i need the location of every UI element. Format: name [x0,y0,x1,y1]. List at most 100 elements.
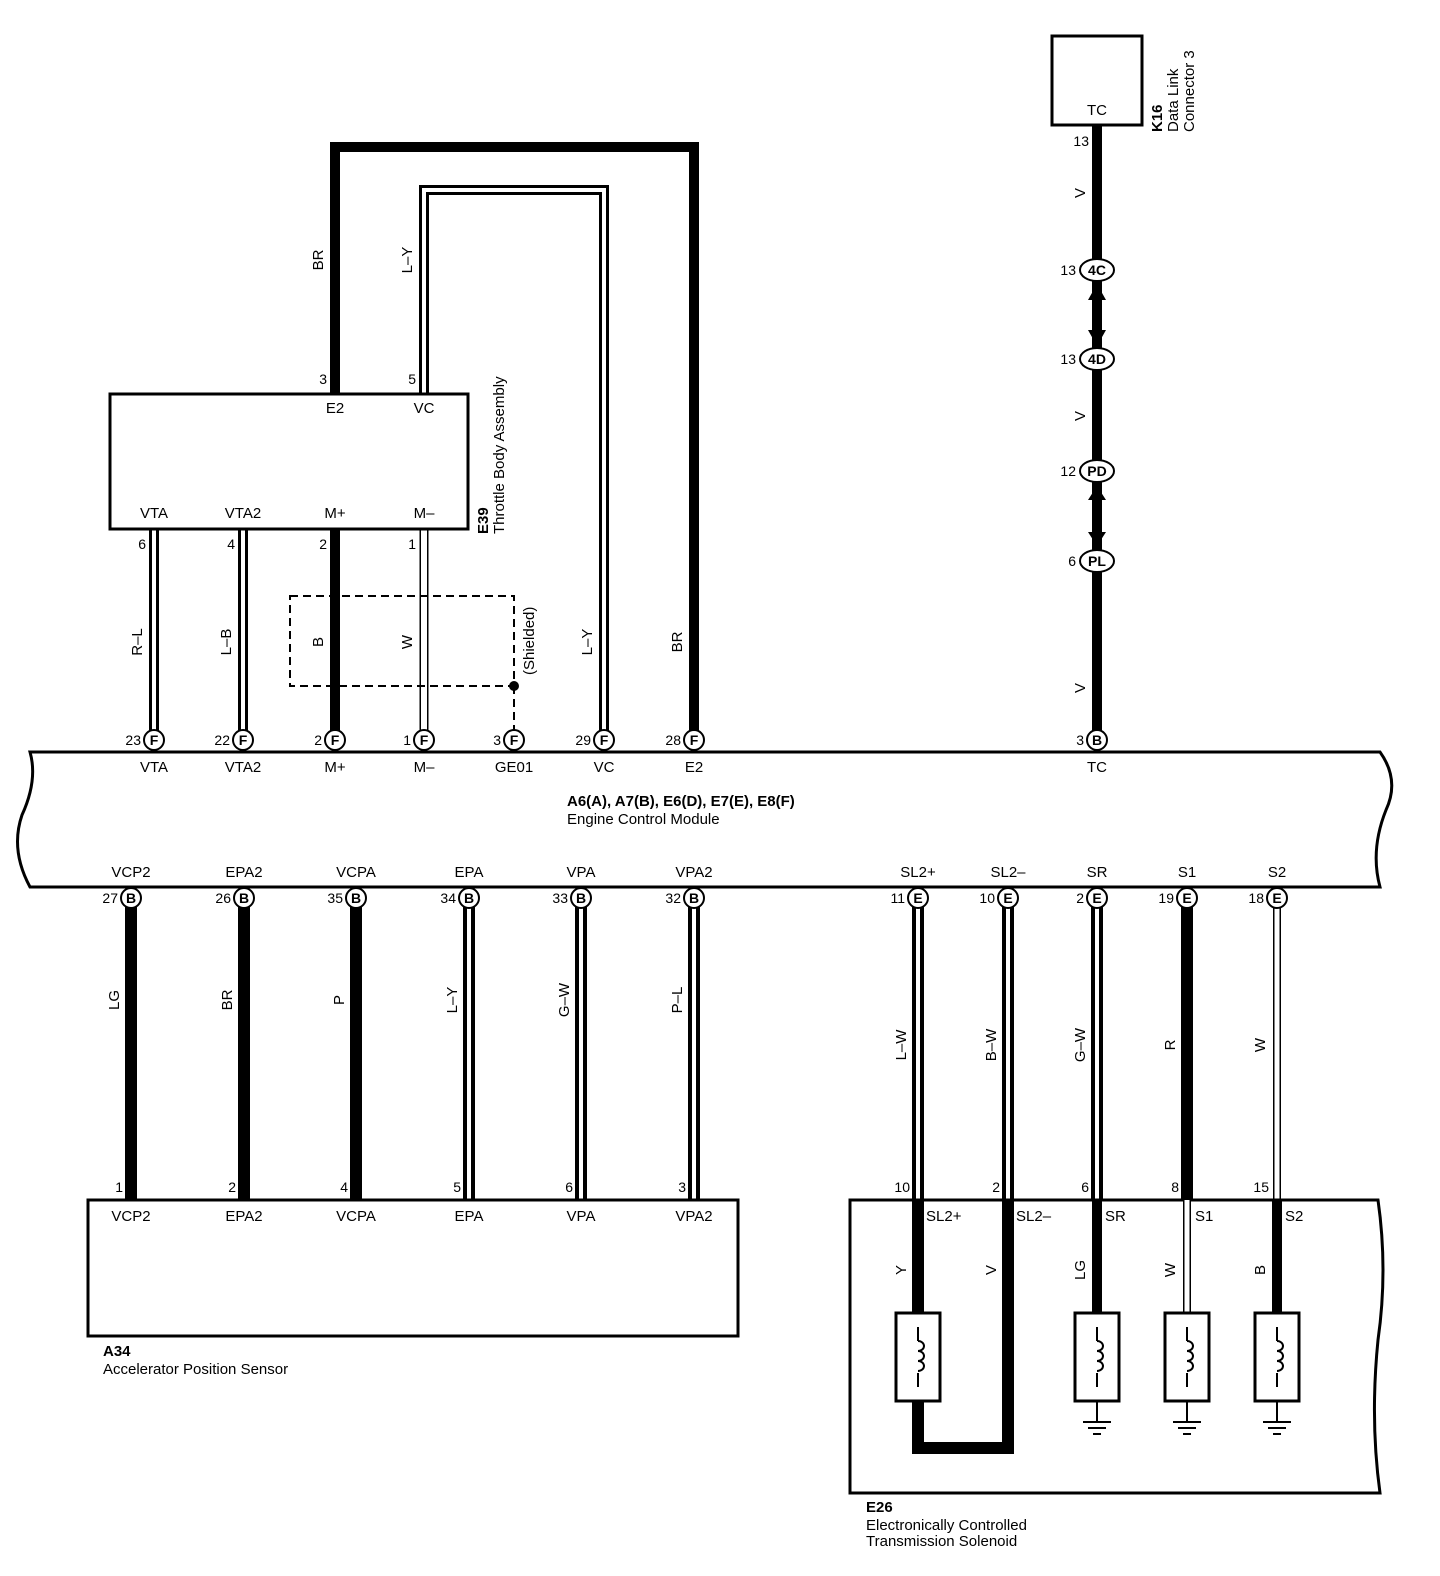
ecm-bottom-pin-connector-icon [1086,887,1108,909]
ecm-bottom-pin-connector-letter: E [1272,890,1281,906]
ecm-top-pin-pin-num: 1 [403,732,411,748]
wire-color-label: B [310,637,327,647]
solenoid-sr-coil-icon [1073,1311,1121,1403]
ecm-top-pin-name: M+ [324,759,345,776]
ecm-top-pin-connector-icon [1086,729,1108,751]
ecm-bottom-pin-connector-icon [1266,887,1288,909]
ecm-top-pin-name: GE01 [495,759,533,776]
ecm-top-pin-name: E2 [685,759,703,776]
wire-color-label: G–W [1072,1027,1089,1062]
ects-inner-wire-color: W [1162,1262,1179,1277]
ecm-bottom-pin-connector-icon [233,887,255,909]
ecm-top-pin-name: VC [594,759,615,776]
aps-pin-name: VCPA [336,1208,376,1225]
ecm-top-pin-name: VTA [140,759,168,776]
ecm-top-pin-connector-letter: F [331,732,340,748]
ecm-bottom-pin-connector-letter: B [464,890,474,906]
ecm-bottom-pin-name: VPA2 [675,864,712,881]
wire-color-label: P–L [669,987,686,1014]
ecm-bottom-pin-connector-letter: E [1092,890,1101,906]
ecm-bottom-pin-pin-num: 35 [327,890,343,906]
aps-pin-num: 4 [340,1179,348,1195]
throttle-top-pin-name: VC [414,400,435,417]
ecm-bottom-pin-name: SL2+ [900,864,936,881]
ecm-bottom-pin-connector-letter: E [1182,890,1191,906]
ecm-bottom-pin-connector-letter: B [351,890,361,906]
throttle-bottom-pin-num: 1 [408,536,416,552]
aps-pin-name: VCP2 [111,1208,150,1225]
shield-box [289,595,519,740]
wire-color-label: L–Y [399,247,416,274]
wire-color-label: BR [669,631,686,652]
throttle-bottom-pin-name: M+ [324,505,345,522]
ecm-bottom-pin-connector-letter: E [1003,890,1012,906]
dlc-pin-name: TC [1087,102,1107,119]
throttle-bottom-pin-num: 2 [319,536,327,552]
ecm-bottom-pin-name: SL2– [990,864,1026,881]
wire-color-label: L–B [218,629,235,656]
ecm-top-pin-connector-icon [232,729,254,751]
ecm-bottom-pin-pin-num: 26 [215,890,231,906]
aps-pin-name: EPA2 [225,1208,262,1225]
throttle-bottom-pin-name: VTA2 [225,505,261,522]
aps-name: Accelerator Position Sensor [103,1361,288,1378]
junction-connector-icon [1079,347,1115,371]
ecm-bottom-pin-name: VCPA [336,864,376,881]
aps-pin-num: 1 [115,1179,123,1195]
ects-inner-wire-color: B [1252,1265,1269,1275]
wire-color-label: W [399,634,416,649]
ecm-bottom-pin-connector-icon [458,887,480,909]
ects-pin-num: 2 [992,1179,1000,1195]
dlc-code: K16 [1149,104,1166,132]
wire-color-label: L–Y [579,629,596,656]
ecm-bottom-pin-name: S1 [1178,864,1196,881]
ects-inner [894,1200,1301,1454]
ecm-bottom-pin-pin-num: 10 [979,890,995,906]
throttle-name: Throttle Body Assembly [491,376,508,534]
wire-color-label: V [1072,188,1089,198]
ecm-top-pin-pin-num: 3 [1076,732,1084,748]
ecm-top-pin-connector-letter: F [150,732,159,748]
dlc-name-line2: Connector 3 [1181,50,1198,132]
aps-pin-num: 6 [565,1179,573,1195]
aps-code: A34 [103,1343,131,1360]
wire-color-label: W [1252,1037,1269,1052]
solenoid-s2-coil-icon [1253,1311,1301,1403]
throttle-top-pin-name: E2 [326,400,344,417]
junction-label: 4C [1088,262,1106,278]
wire-ly-top-loop [419,185,609,740]
ects-code: E26 [866,1499,893,1516]
aps-pin-name: EPA [455,1208,484,1225]
throttle-bottom-pin-name: M– [414,505,435,522]
ecm-top-pin-connector-icon [593,729,615,751]
aps-pin-num: 3 [678,1179,686,1195]
dlc-pin-num: 13 [1073,133,1089,149]
throttle-top-pin-num: 5 [408,371,416,387]
ects-name-line1: Electronically Controlled [866,1517,1027,1534]
ecm-bottom-pin-pin-num: 32 [665,890,681,906]
ecm-top-pin-pin-num: 22 [214,732,230,748]
ecm-top-pin-pin-num: 29 [575,732,591,748]
ecm-bottom-pin-pin-num: 19 [1158,890,1174,906]
throttle-box [108,392,470,531]
ecm-bottom-pin-connector-letter: B [689,890,699,906]
ecm-bottom-pin-connector-icon [120,887,142,909]
ects-pin-num: 10 [894,1179,910,1195]
junction-label: PL [1088,553,1106,569]
wire-color-label: B–W [983,1028,1000,1061]
ecm-bottom-pin-name: VPA [567,864,596,881]
dlc-name-line1: Data Link [1165,68,1182,132]
aps-pin-name: VPA2 [675,1208,712,1225]
ecm-bottom-pin-pin-num: 2 [1076,890,1084,906]
ecm-top-pin-pin-num: 3 [493,732,501,748]
ects-name-line2: Transmission Solenoid [866,1533,1017,1550]
shielded-label: (Shielded) [521,607,538,675]
ecm-bottom-pin-pin-num: 11 [890,890,905,906]
throttle-bottom-pin-num: 6 [138,536,146,552]
ects-inner-wire-color: V [983,1265,1000,1275]
wire-color-label: L–Y [444,987,461,1014]
ecm-top-pin-name: TC [1087,759,1107,776]
wire-br-top-loop [330,142,699,740]
solenoid-s1-coil-icon [1163,1311,1211,1403]
throttle-bottom-pin-name: VTA [140,505,168,522]
